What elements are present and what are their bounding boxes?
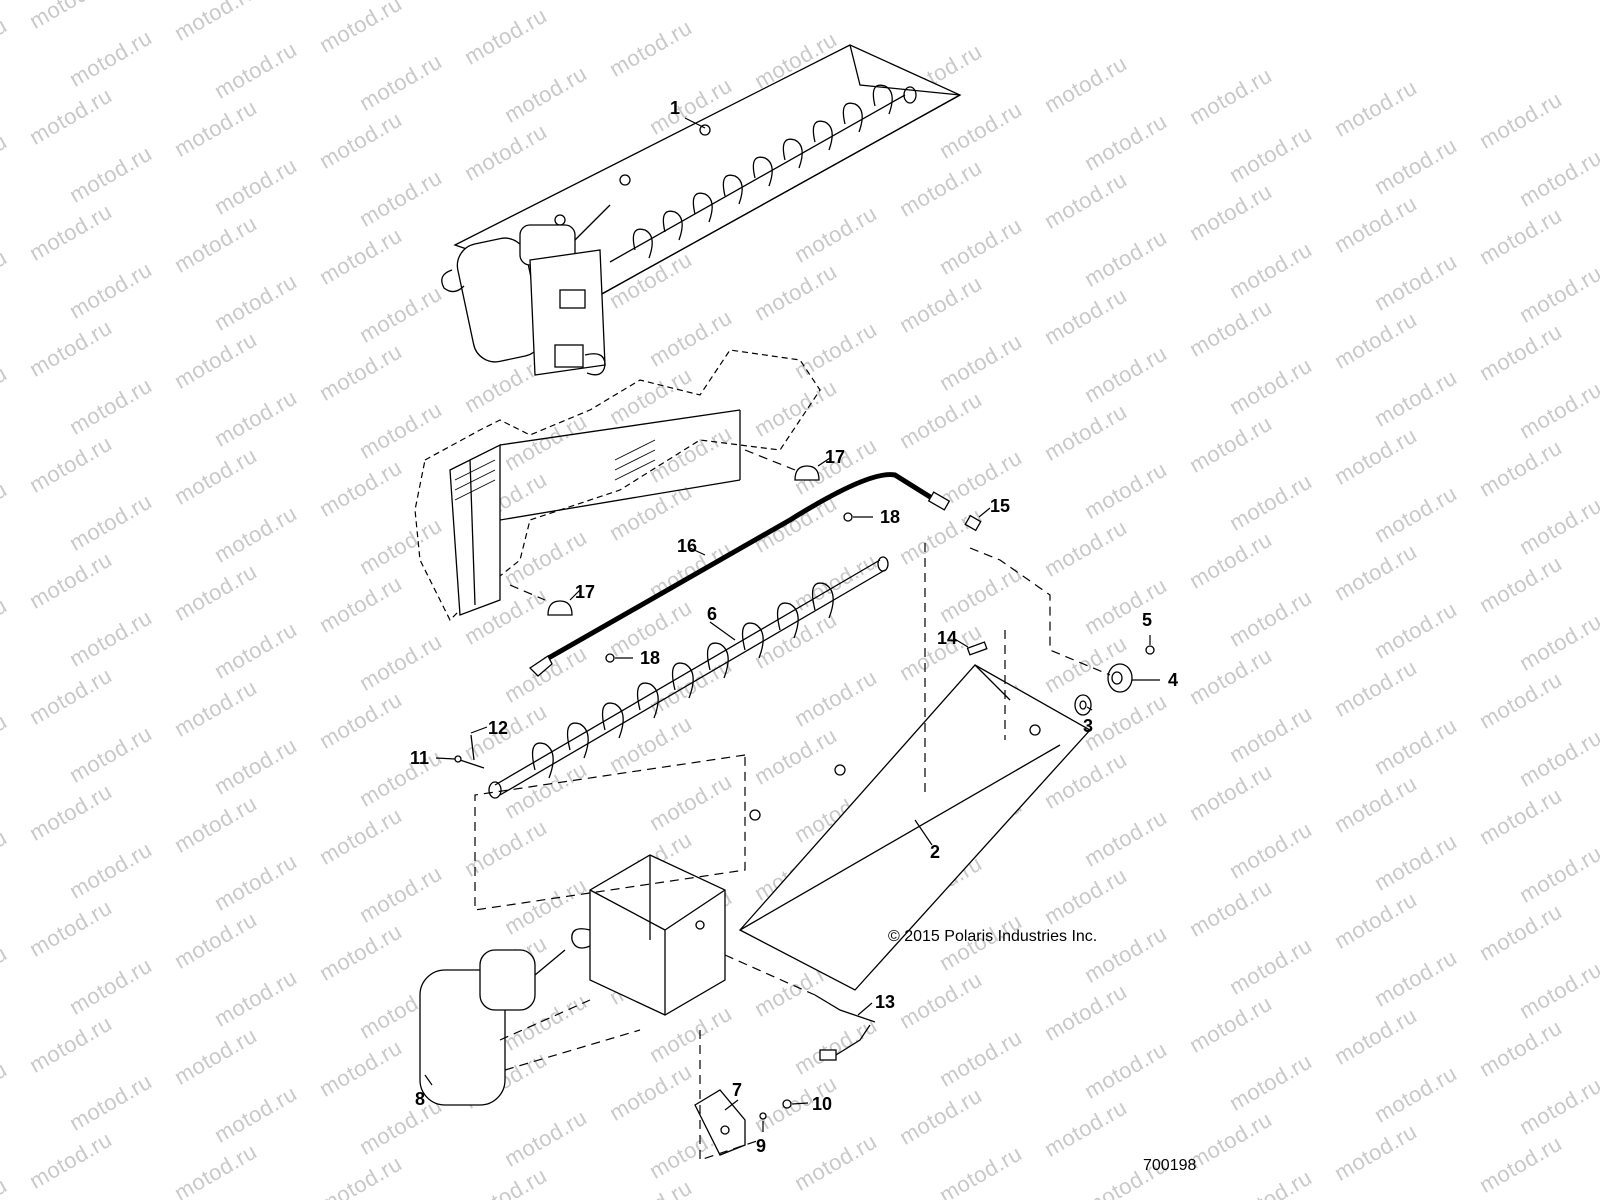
figure-number: 700198	[1143, 1157, 1196, 1174]
callout-4: 4	[1168, 670, 1178, 690]
copyright-notice: © 2015 Polaris Industries Inc.	[888, 928, 1097, 945]
callout-1: 1	[670, 98, 680, 118]
washer-3	[1074, 694, 1092, 716]
pin-11	[454, 755, 485, 769]
screw-10	[782, 1099, 792, 1109]
motor-8	[419, 949, 566, 1106]
callout-7: 7	[732, 1080, 742, 1100]
auger-6	[488, 556, 889, 799]
callout-9: 9	[756, 1136, 766, 1156]
bracket-box	[571, 854, 726, 1016]
callout-11: 11	[410, 748, 429, 768]
assembled-spreader-1	[441, 44, 962, 376]
callout-5: 5	[1142, 610, 1152, 630]
cable-clamp-17-lower	[547, 600, 573, 616]
leader-lines	[424, 117, 1160, 1132]
callout-6: 6	[707, 604, 717, 624]
bearing-4	[1107, 663, 1133, 693]
chassis-section	[414, 349, 821, 622]
callout-2: 2	[930, 842, 940, 862]
fitting-15	[964, 514, 982, 532]
callout-12: 12	[488, 718, 508, 738]
callouts: 1 2 3 4 5 6 7 8 9 10 11 12 13 14 15 16 1…	[410, 98, 1178, 1156]
callout-10: 10	[812, 1094, 832, 1114]
callout-8: 8	[415, 1089, 425, 1109]
harness-13	[814, 994, 876, 1061]
callout-15: 15	[990, 496, 1010, 516]
callout-13: 13	[875, 992, 895, 1012]
callout-3: 3	[1083, 716, 1093, 736]
cable-clamp-17-upper	[794, 465, 820, 481]
bolt-14	[966, 641, 988, 656]
screw-18-upper	[843, 512, 853, 522]
plate-7	[694, 1089, 746, 1156]
bolt-5	[1145, 645, 1155, 655]
assembly-lines	[474, 449, 1111, 1161]
callout-17-lower: 17	[575, 582, 595, 602]
pin-12	[470, 734, 475, 761]
screw-18-lower	[605, 653, 615, 663]
callout-14: 14	[937, 628, 957, 648]
callout-18-lower: 18	[640, 648, 660, 668]
callout-16: 16	[677, 536, 697, 556]
washer-9	[759, 1112, 767, 1120]
flex-cable-16	[528, 472, 951, 677]
callout-18-upper: 18	[880, 507, 900, 527]
callout-17-upper: 17	[825, 447, 845, 467]
trough-2	[738, 664, 1092, 991]
